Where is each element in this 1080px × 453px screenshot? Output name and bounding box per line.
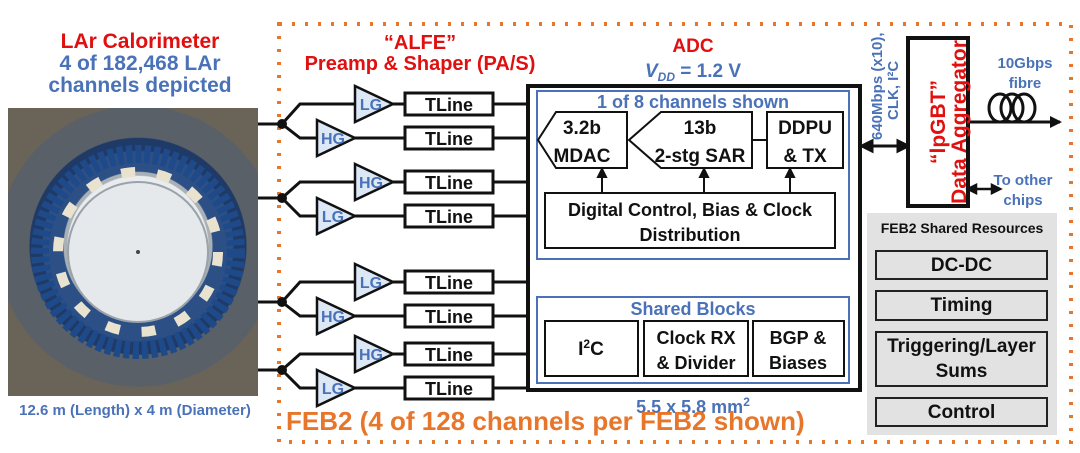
hg-amplifier-icon: [353, 334, 396, 374]
hg-amplifier-icon: [315, 296, 358, 336]
lg-amplifier-icon: [353, 84, 396, 124]
feb2-caption: FEB2 (4 of 128 channels per FEB2 shown): [286, 406, 805, 436]
ddpu-label-1: DDPU: [778, 118, 832, 139]
tline-label: TLine: [425, 173, 473, 193]
detector-lines: [258, 122, 280, 372]
lpgbt-block: [906, 36, 970, 208]
amp-gain-label: HG: [359, 347, 383, 364]
tline-label: TLine: [425, 307, 473, 327]
adc-vdd: VDD = 1.2 V: [645, 61, 741, 84]
alfe-title: “ALFE”: [383, 32, 457, 54]
lg-amplifier-icon: [315, 368, 358, 408]
channel-group-title: 1 of 8 channels shown: [597, 92, 789, 112]
link-label-2: CLK, I²C: [885, 61, 902, 120]
tline-label: TLine: [425, 345, 473, 365]
sar-block: [627, 111, 753, 169]
link-arrow: [858, 138, 912, 154]
hg-amplifier-icon: [353, 162, 396, 202]
amp-gain-label: LG: [322, 209, 344, 226]
amp-input-wire: [281, 300, 317, 318]
fibre-output: [968, 92, 1060, 124]
tline-label: TLine: [425, 379, 473, 399]
adc-chip-outline: [526, 84, 862, 392]
mdac-label-1: 3.2b: [563, 118, 601, 139]
digital-control-label-2: Distribution: [640, 225, 741, 245]
link-label-1: 640Mbps (x10),: [869, 32, 886, 140]
amp-input-wire: [280, 368, 317, 390]
calorimeter-subtitle-1: 4 of 182,468 LAr: [59, 52, 221, 75]
i2c-label: I2C: [578, 337, 604, 360]
module-ring: [31, 145, 245, 359]
amp-gain-label: HG: [321, 309, 345, 326]
calorimeter-subtitle-2: channels depicted: [48, 74, 232, 97]
adc-title: ADC: [672, 36, 713, 57]
resource-control: Control: [875, 397, 1048, 427]
calorimeter-photo: [8, 108, 258, 396]
lpgbt-label-2: Data Aggregator: [948, 40, 971, 204]
fibre-arrow-head: [1050, 116, 1062, 128]
fibre-label-2: fibre: [1009, 75, 1042, 92]
feb2-boundary: [277, 22, 1073, 444]
bgp-label-2: Biases: [769, 353, 827, 373]
ddpu-label-2: & TX: [783, 146, 827, 167]
amp-gain-label: HG: [359, 175, 383, 192]
mdac-label-2: MDAC: [554, 146, 611, 167]
shared-resources-title: FEB2 Shared Resources: [880, 220, 1044, 236]
amp-gain-label: HG: [321, 131, 345, 148]
digital-control-label-1: Digital Control, Bias & Clock: [568, 200, 813, 220]
clock-rx-block: [643, 320, 749, 377]
bgp-block: [752, 320, 845, 377]
shared-blocks-title: Shared Blocks: [630, 299, 755, 319]
ddpu-block: [766, 111, 844, 169]
adc-die-size: 5.5 x 5.8 mm2: [636, 395, 750, 417]
alfe-subtitle: Preamp & Shaper (PA/S): [304, 53, 536, 75]
sar-label-2: 2-stg SAR: [655, 146, 746, 167]
resource-dc-dc: DC-DC: [875, 250, 1048, 280]
amp-gain-label: LG: [360, 97, 382, 114]
fibre-label-1: 10Gbps: [997, 55, 1052, 72]
amp-input-wire: [280, 280, 355, 304]
mdac-block: [536, 111, 628, 169]
tline-label: TLine: [425, 95, 473, 115]
clock-rx-label-1: Clock RX: [656, 328, 735, 348]
clock-rx-label-2: & Divider: [656, 353, 735, 373]
amp-input-wire: [281, 122, 317, 140]
other-chips-arrow: [965, 182, 1003, 196]
hg-amplifier-icon: [315, 118, 358, 158]
digital-control-block: [544, 192, 836, 249]
sar-label-1: 13b: [684, 118, 717, 139]
resource-timing: Timing: [875, 290, 1048, 321]
control-arrows: [596, 166, 796, 193]
tline-label: TLine: [425, 129, 473, 149]
resource-triggering: Triggering/Layer Sums: [875, 331, 1048, 387]
tline-label: TLine: [425, 207, 473, 227]
i2c-block: [544, 320, 639, 377]
amp-gain-label: LG: [322, 381, 344, 398]
other-chips-label-2: chips: [1003, 192, 1042, 209]
adc-shared-group: [536, 296, 850, 384]
lg-amplifier-icon: [353, 262, 396, 302]
amp-input-wire: [281, 180, 355, 200]
amp-input-wire: [281, 352, 355, 372]
calorimeter-title: LAr Calorimeter: [60, 30, 220, 53]
amp-input-wire: [280, 102, 355, 126]
bgp-label-1: BGP &: [770, 328, 827, 348]
amp-gain-label: LG: [360, 275, 382, 292]
other-chips-label-1: To other: [994, 172, 1053, 189]
calorimeter-dimensions: 12.6 m (Length) x 4 m (Diameter): [19, 402, 251, 419]
tline-label: TLine: [425, 273, 473, 293]
calorimeter-photo-art: [31, 145, 245, 359]
adc-channel-group: [536, 90, 850, 260]
amp-input-wire: [280, 196, 317, 218]
lpgbt-label-1: “lpGBT”: [927, 80, 950, 164]
lg-amplifier-icon: [315, 196, 358, 236]
